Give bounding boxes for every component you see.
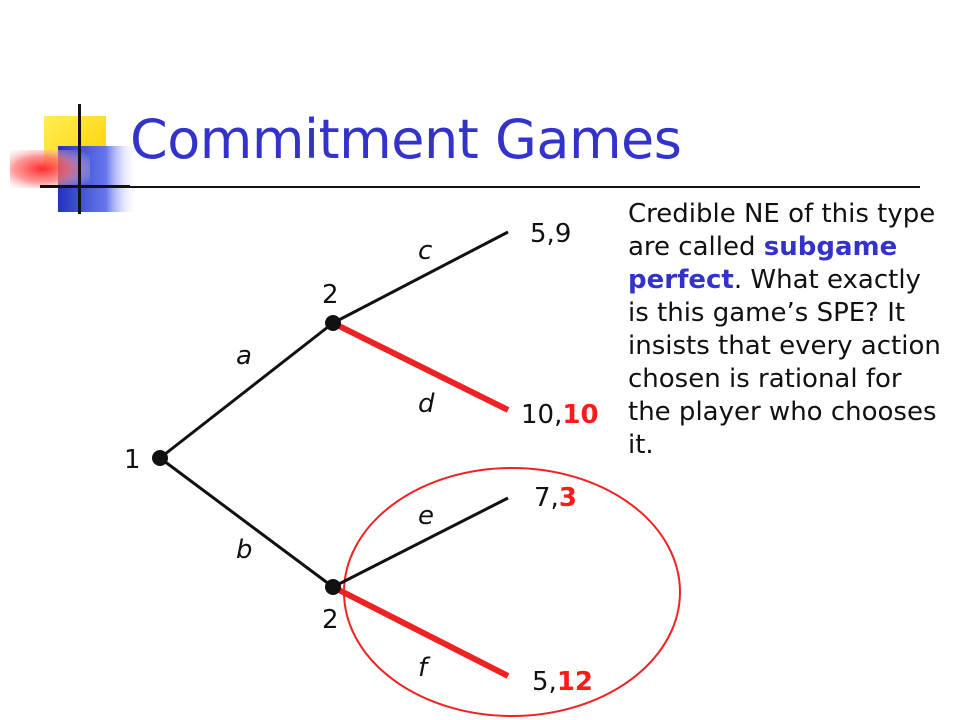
note-after: . What exactly is this game’s SPE? It in…: [628, 265, 941, 460]
player-label-upper: 2: [322, 280, 339, 310]
payoff-5-9-p2: 9: [555, 219, 572, 249]
note-before: Credible NE of this type are called: [628, 199, 936, 262]
edge-d: [331, 320, 510, 413]
edge-c: [332, 230, 509, 325]
edge-f: [331, 584, 510, 679]
corner-decoration: [10, 104, 138, 214]
payoff-10-10-sep: ,: [554, 400, 562, 430]
payoff-10-10-p2: 10: [562, 400, 598, 430]
payoff-7-3-sep: ,: [551, 483, 559, 513]
payoff-7-3-p1: 7: [534, 483, 551, 513]
edge-a: [159, 321, 334, 460]
payoff-5-9-sep: ,: [547, 219, 555, 249]
payoff-5-12-sep: ,: [549, 667, 557, 697]
edge-e: [332, 496, 509, 589]
node-lower: [325, 579, 341, 595]
subgame-circle: [343, 467, 681, 717]
payoff-5-12: 5,12: [532, 667, 593, 697]
corner-vline: [78, 104, 81, 214]
payoff-5-9-p1: 5: [530, 219, 547, 249]
payoff-7-3-p2: 3: [559, 483, 577, 513]
payoff-5-12-p1: 5: [532, 667, 549, 697]
action-label-f: f: [418, 653, 431, 683]
action-label-e: e: [418, 501, 434, 531]
action-label-b: b: [236, 535, 253, 565]
payoff-10-10-p1: 10: [521, 400, 554, 430]
explanation-text: Credible NE of this type are called subg…: [628, 198, 948, 462]
red-block: [10, 150, 90, 188]
action-label-a: a: [236, 341, 252, 371]
payoff-5-9: 5,9: [530, 219, 571, 249]
payoff-5-12-p2: 12: [557, 667, 593, 697]
note-highlight: subgame perfect: [628, 232, 898, 295]
player-label-root: 1: [124, 445, 141, 475]
node-root: [152, 450, 168, 466]
edge-b: [159, 456, 334, 589]
slide-title: Commitment Games: [130, 108, 682, 171]
payoff-7-3: 7,3: [534, 483, 577, 513]
action-label-c: c: [418, 236, 432, 266]
payoff-10-10: 10,10: [521, 400, 599, 430]
action-label-d: d: [418, 389, 435, 419]
title-underline: [40, 186, 920, 188]
player-label-lower: 2: [322, 605, 339, 635]
node-upper: [325, 315, 341, 331]
